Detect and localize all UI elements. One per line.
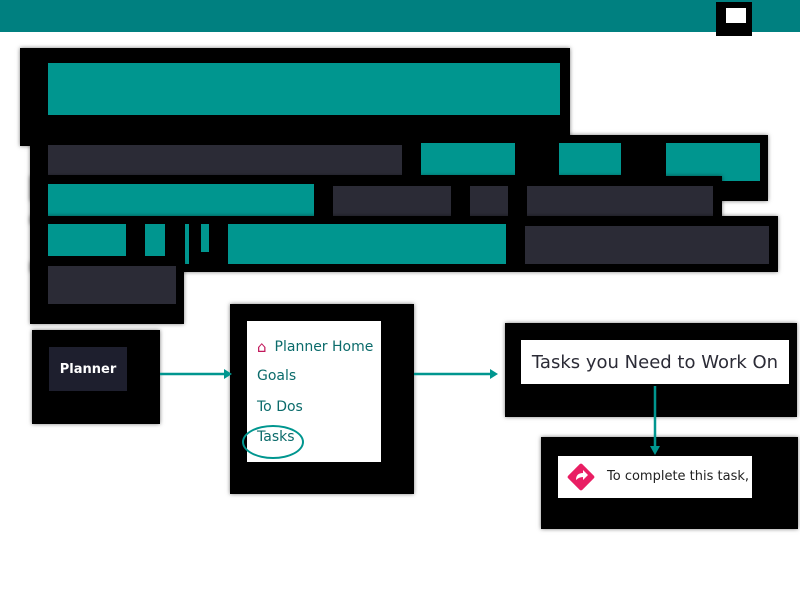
arrow-tasks-to-item — [650, 386, 660, 455]
highlight-circle — [242, 425, 304, 459]
window-button[interactable] — [716, 2, 752, 36]
redacted-block — [525, 226, 769, 264]
redacted-block — [421, 143, 515, 175]
task-instruction-text: To complete this task, — [607, 469, 750, 484]
redacted-block — [185, 224, 189, 264]
arrow-planner-to-menu — [160, 369, 232, 379]
share-arrow-icon[interactable] — [566, 462, 596, 492]
redacted-block — [48, 266, 176, 304]
redacted-block — [201, 224, 209, 252]
arrow-menu-to-tasks — [414, 369, 498, 379]
redacted-block — [145, 224, 165, 256]
home-icon: ⌂ — [257, 338, 267, 356]
redacted-block — [559, 143, 621, 175]
redacted-block — [470, 186, 508, 216]
tasks-heading: Tasks you Need to Work On — [531, 351, 779, 373]
top-bar — [0, 0, 800, 32]
planner-menu: ⌂ Planner Home Goals To Dos Tasks — [242, 321, 381, 462]
redacted-block — [666, 143, 760, 181]
redacted-block — [333, 186, 451, 216]
menu-item-goals[interactable]: Goals — [257, 368, 297, 384]
tasks-heading-panel: Tasks you Need to Work On — [521, 340, 789, 384]
redacted-block — [48, 145, 402, 175]
menu-item-to-dos[interactable]: To Dos — [257, 399, 303, 415]
redacted-block — [228, 224, 506, 264]
task-item-panel: To complete this task, — [558, 456, 752, 498]
menu-item-planner-home[interactable]: ⌂ Planner Home — [257, 338, 373, 356]
redacted-block — [48, 224, 126, 256]
redacted-block — [48, 184, 314, 216]
planner-button[interactable]: Planner — [49, 347, 127, 391]
redacted-block — [48, 63, 560, 115]
redacted-block — [527, 186, 713, 216]
menu-item-label: Planner Home — [274, 339, 374, 355]
